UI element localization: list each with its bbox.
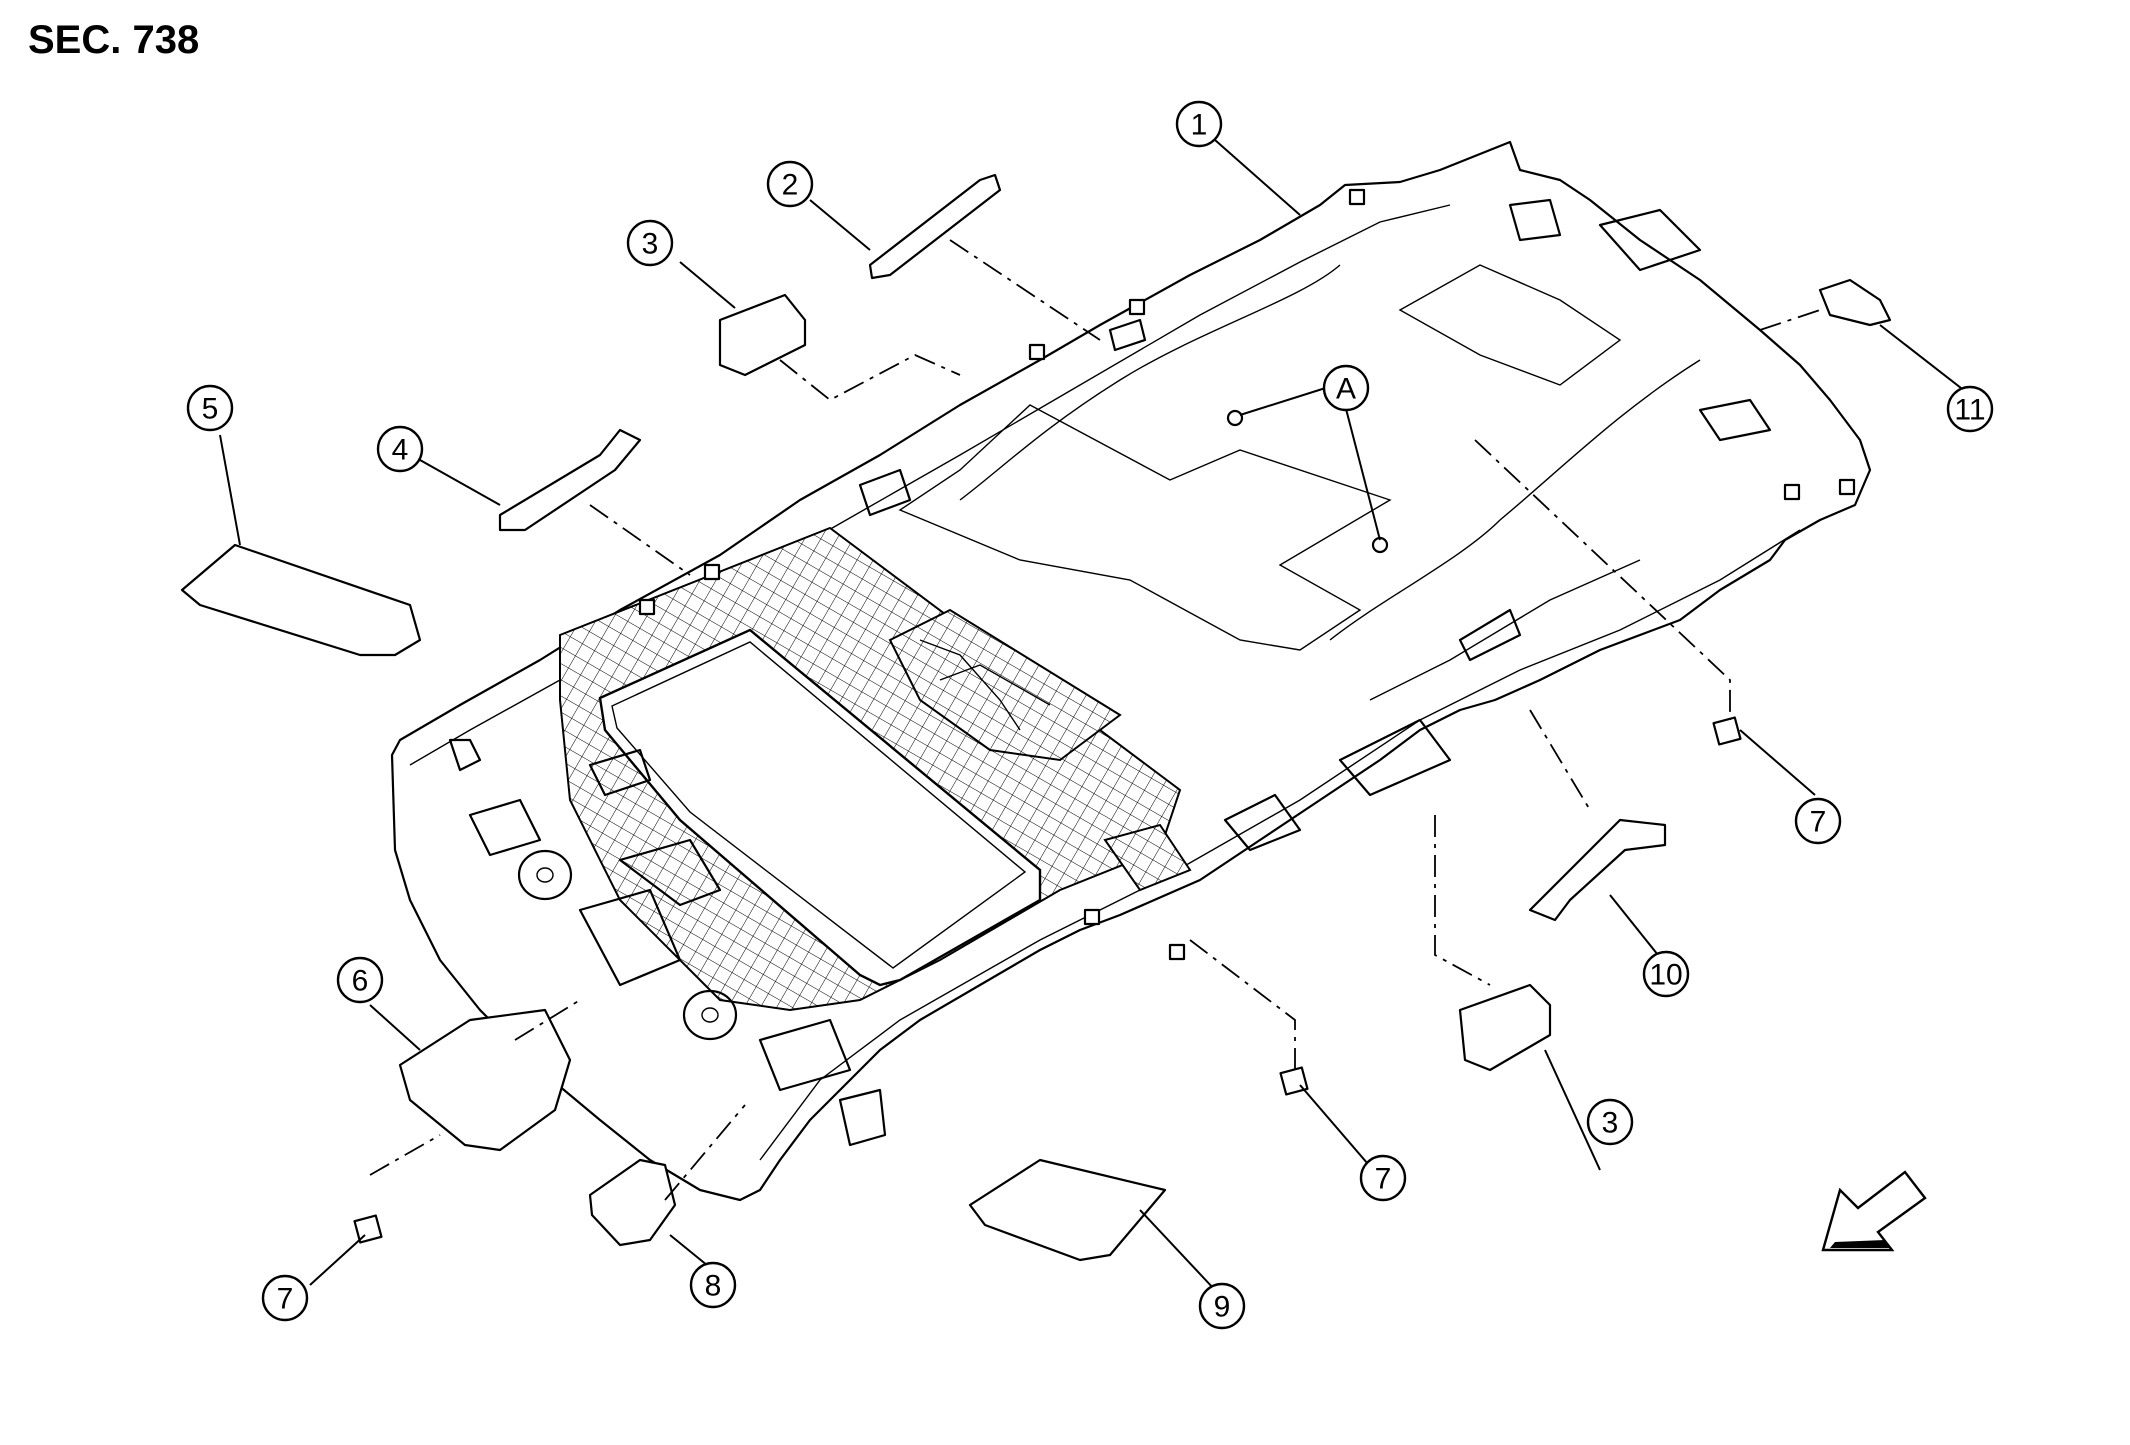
svg-text:4: 4	[392, 434, 409, 467]
clip-7-middle	[1279, 1066, 1309, 1096]
lamp-3-lower	[1458, 983, 1552, 1072]
assist-grip-2	[868, 173, 1002, 280]
sun-visor-9	[968, 1158, 1167, 1262]
callout-7-middle: 7	[1359, 1154, 1407, 1202]
callout-3-lower: 3	[1586, 1098, 1634, 1146]
svg-text:11: 11	[1954, 394, 1985, 427]
clip-7-right	[1712, 716, 1742, 746]
callout-6: 6	[336, 956, 384, 1004]
svg-text:7: 7	[1375, 1163, 1392, 1196]
svg-text:10: 10	[1649, 959, 1682, 992]
callout-9: 9	[1198, 1282, 1246, 1330]
lamp-3-upper	[718, 293, 807, 377]
svg-text:3: 3	[1602, 1107, 1619, 1140]
svg-text:7: 7	[277, 1283, 294, 1316]
cover-11	[1818, 278, 1892, 327]
clip-7-left	[353, 1214, 383, 1244]
svg-text:3: 3	[642, 228, 659, 261]
callout-5: 5	[186, 384, 234, 432]
callout-1: 1	[1175, 100, 1223, 148]
callout-11: 11	[1946, 385, 1994, 433]
section-label: SEC. 738	[28, 18, 200, 62]
callout-A: A	[1322, 364, 1370, 412]
svg-text:A: A	[1336, 373, 1356, 406]
svg-text:6: 6	[352, 965, 369, 998]
svg-text:2: 2	[782, 169, 799, 202]
callout-2: 2	[766, 160, 814, 208]
map-lamp-6	[398, 1008, 572, 1152]
headlining-panel	[390, 140, 1872, 1202]
assist-grip-10	[1528, 818, 1667, 922]
callout-10: 10	[1642, 950, 1690, 998]
callout-7-right: 7	[1794, 797, 1842, 845]
callout-3-upper: 3	[626, 219, 674, 267]
svg-text:7: 7	[1810, 806, 1827, 839]
svg-text:9: 9	[1214, 1291, 1231, 1324]
sun-visor-5	[180, 543, 422, 657]
front-direction-arrow-icon	[1821, 1170, 1927, 1252]
cover-8	[588, 1158, 677, 1247]
svg-text:8: 8	[705, 1270, 722, 1303]
svg-text:5: 5	[202, 393, 219, 426]
callout-8: 8	[689, 1261, 737, 1309]
callout-4: 4	[376, 425, 424, 473]
svg-text:1: 1	[1191, 109, 1208, 142]
callout-7-left: 7	[261, 1274, 309, 1322]
assist-grip-4	[498, 428, 642, 532]
